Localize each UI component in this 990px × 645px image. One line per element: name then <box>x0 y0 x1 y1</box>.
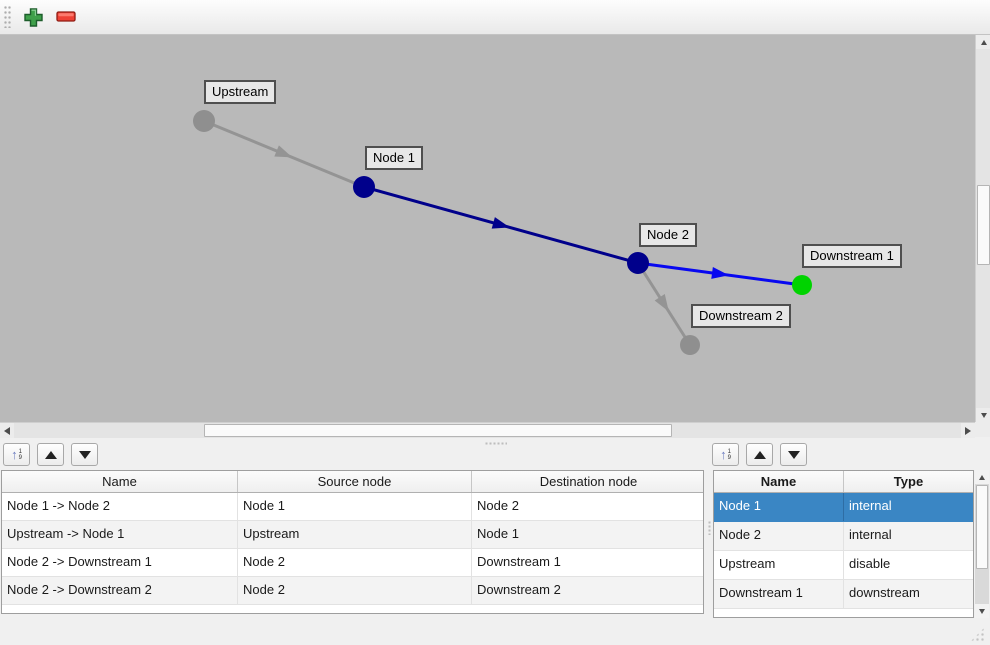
scroll-down-icon <box>980 412 987 418</box>
scroll-up-icon <box>979 474 985 480</box>
canvas-vertical-scrollbar[interactable] <box>975 35 990 422</box>
table-row[interactable]: Node 2 internal <box>714 522 973 551</box>
scroll-right-button[interactable] <box>961 423 975 438</box>
table-cell: internal <box>849 498 892 513</box>
move-up-icon <box>44 450 57 459</box>
canvas-horizontal-scroll-thumb[interactable] <box>204 424 672 437</box>
column-header[interactable]: Source node <box>238 471 472 492</box>
table-cell: Node 2 <box>477 498 519 513</box>
table-cell: Upstream -> Node 1 <box>2 521 238 548</box>
table-cell: Upstream <box>238 521 472 548</box>
edge-arrowhead-icon <box>711 266 729 279</box>
table-cell: Node 1 <box>714 493 844 521</box>
add-button[interactable] <box>19 4 47 30</box>
graph-node[interactable] <box>353 176 375 198</box>
move-down-button[interactable] <box>780 443 807 466</box>
nodes-table-scroll-thumb[interactable] <box>976 485 988 569</box>
plus-icon <box>23 7 43 27</box>
table-cell: Downstream 1 <box>477 554 561 569</box>
table-cell: Downstream 1 <box>714 580 844 608</box>
table-cell: downstream <box>849 585 920 600</box>
nodes-table-scrollbar[interactable] <box>975 470 989 618</box>
vertical-splitter-handle[interactable] <box>708 521 712 535</box>
move-up-button[interactable] <box>746 443 773 466</box>
node-label[interactable]: Downstream 1 <box>802 244 902 268</box>
move-up-icon <box>753 450 766 459</box>
graph <box>193 110 812 355</box>
main-toolbar <box>0 0 990 35</box>
table-cell: disable <box>849 556 891 571</box>
table-cell: Node 2 <box>714 522 844 550</box>
scrollbar-corner <box>975 422 990 437</box>
scroll-down-icon <box>979 608 985 614</box>
table-cell: Downstream 2 <box>477 582 561 597</box>
edge-arrowhead-icon <box>491 217 510 229</box>
scroll-up-icon <box>980 39 987 45</box>
table-cell: Node 1 <box>238 493 472 520</box>
table-cell: Node 2 <box>238 577 472 604</box>
node-label[interactable]: Upstream <box>204 80 277 104</box>
table-row[interactable]: Downstream 1 downstream <box>714 580 973 609</box>
table-cell: Node 1 -> Node 2 <box>2 493 238 520</box>
scroll-up-button[interactable] <box>976 35 990 49</box>
table-cell: internal <box>849 527 892 542</box>
toolbar-drag-handle[interactable] <box>4 6 11 28</box>
column-header[interactable]: Name <box>714 471 844 492</box>
column-header[interactable]: Type <box>893 474 924 489</box>
graph-node[interactable] <box>627 252 649 274</box>
table-cell: Node 2 -> Downstream 1 <box>2 549 238 576</box>
graph-node[interactable] <box>680 335 700 355</box>
table-cell: Node 1 <box>477 526 519 541</box>
table-cell: Node 2 <box>238 549 472 576</box>
move-down-icon <box>78 450 91 459</box>
node-label[interactable]: Node 2 <box>639 223 697 247</box>
canvas-vertical-scroll-thumb[interactable] <box>977 185 990 265</box>
column-header[interactable]: Name <box>2 471 238 492</box>
node-label[interactable]: Node 1 <box>365 146 423 170</box>
table-row[interactable]: Node 1 internal <box>714 493 973 522</box>
canvas-horizontal-scrollbar[interactable] <box>0 422 975 438</box>
edge-arrowhead-icon <box>274 145 293 158</box>
scroll-down-button[interactable] <box>975 604 989 618</box>
table-cell: Upstream <box>714 551 844 579</box>
table-row[interactable]: Upstream disable <box>714 551 973 580</box>
table-cell: Node 2 -> Downstream 2 <box>2 577 238 604</box>
scroll-left-button[interactable] <box>0 423 14 438</box>
move-up-button[interactable] <box>37 443 64 466</box>
graph-node[interactable] <box>193 110 215 132</box>
scroll-right-icon <box>965 426 971 435</box>
edge-arrowhead-icon <box>654 294 669 312</box>
graph-node[interactable] <box>792 275 812 295</box>
column-header[interactable]: Destination node <box>539 474 638 489</box>
horizontal-splitter-handle[interactable] <box>485 442 507 446</box>
node-label[interactable]: Downstream 2 <box>691 304 791 328</box>
window-resize-grip[interactable] <box>971 628 984 641</box>
move-down-button[interactable] <box>71 443 98 466</box>
scroll-up-button[interactable] <box>975 470 989 484</box>
table-header: Name Type <box>714 471 973 493</box>
scroll-down-button[interactable] <box>976 408 990 422</box>
move-down-icon <box>787 450 800 459</box>
scroll-left-icon <box>4 426 10 435</box>
remove-button[interactable] <box>52 4 80 30</box>
minus-icon <box>56 11 76 22</box>
